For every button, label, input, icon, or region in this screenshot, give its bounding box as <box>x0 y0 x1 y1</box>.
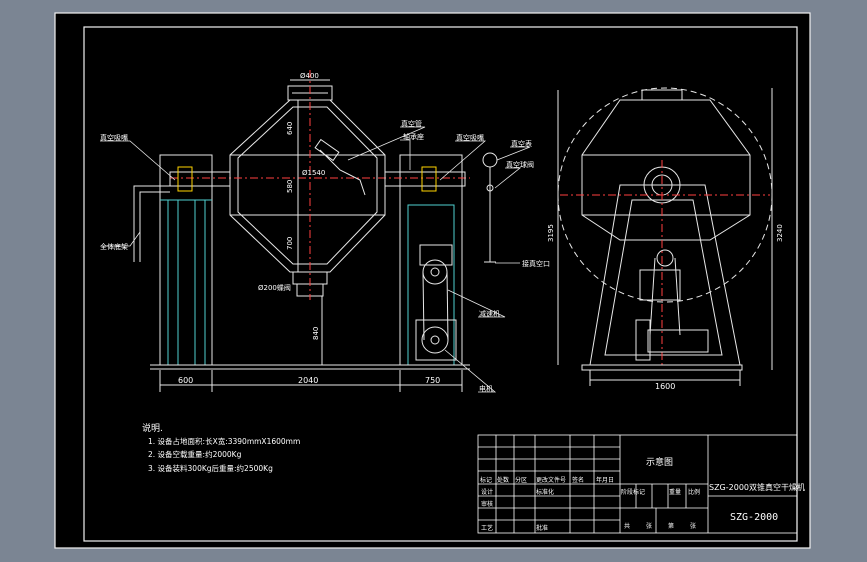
callout-leaders <box>100 126 531 393</box>
dim-h-side-a: 3195 <box>547 224 555 242</box>
callout-motor: 电机 <box>479 384 493 393</box>
tb-review: 审核 <box>481 500 493 508</box>
tb-sheet-no: 第 <box>668 522 674 530</box>
tb-sheet-unit: 张 <box>646 522 652 530</box>
tb-sheet-total: 共 <box>624 522 630 530</box>
dim-h-lower: 700 <box>286 237 294 250</box>
notes-line-1: 1. 设备占地面积:长X宽:3390mmX1600mm <box>148 436 300 446</box>
callout-reducer: 减速机 <box>479 309 500 318</box>
dim-w-right: 750 <box>425 376 440 385</box>
tb-code: SZG-2000 <box>730 512 778 523</box>
side-base <box>581 364 743 371</box>
dim-h-middle: 580 <box>286 180 294 193</box>
side-view <box>557 87 773 386</box>
notes-line-3: 3. 设备装料300Kg后重量:约2500Kg <box>148 463 273 473</box>
tb-drawing-name: 示意图 <box>646 456 673 468</box>
dim-w-side: 1600 <box>655 382 675 391</box>
callout-to-pump: 接真空口 <box>522 259 550 268</box>
tb-stage: 阶段标记 <box>621 488 645 496</box>
callout-base-frame: 全体底架 <box>100 242 128 251</box>
tb-standard: 标准化 <box>536 488 554 496</box>
dim-outer-diameter: Ø1540 <box>302 169 325 177</box>
dim-h-side-b: 3240 <box>776 224 784 242</box>
drawing-sheet <box>54 12 811 549</box>
tb-product: SZG-2000双锥真空干燥机 <box>709 482 805 492</box>
callout-left-bearing: 真空吸嘴 <box>100 133 128 142</box>
tb-design: 设计 <box>481 488 493 496</box>
tb-header-4: 更改文件号 <box>536 476 566 484</box>
dim-w-center: 2040 <box>298 376 318 385</box>
side-vessel <box>581 99 751 241</box>
tb-header-3: 分区 <box>515 476 527 484</box>
title-block <box>477 434 798 534</box>
callout-gauge-valve: 真空球阀 <box>506 160 534 169</box>
tb-header-6: 年月日 <box>596 476 614 484</box>
tb-approve: 批准 <box>536 524 548 532</box>
dim-h-upper: 640 <box>286 122 294 135</box>
notes-line-2: 2. 设备空载重量:约2000Kg <box>148 449 242 459</box>
tb-sheet-unit-2: 张 <box>690 522 696 530</box>
inner-frame <box>83 26 798 542</box>
dim-top-diameter: Ø400 <box>300 72 319 80</box>
tb-header-2: 处数 <box>497 476 509 484</box>
tb-scale: 比例 <box>688 488 700 496</box>
dim-w-left: 600 <box>178 376 193 385</box>
callout-vacuum-pipe: 真空管 <box>401 119 422 128</box>
callout-left-seat: 轴承座 <box>403 132 424 141</box>
notes-title: 说明. <box>142 422 163 434</box>
callout-vacuum-gauge: 真空表 <box>511 139 532 148</box>
front-view <box>133 70 498 392</box>
dim-bottom-valve: Ø200蝶阀 <box>258 283 291 292</box>
tb-header-5: 签名 <box>572 476 584 484</box>
tb-header-1: 标记 <box>480 476 492 484</box>
callout-right-bearing: 真空吸嘴 <box>456 133 484 142</box>
tb-weight: 重量 <box>669 488 681 496</box>
tb-process: 工艺 <box>481 524 493 532</box>
dim-h-base: 840 <box>312 327 320 340</box>
